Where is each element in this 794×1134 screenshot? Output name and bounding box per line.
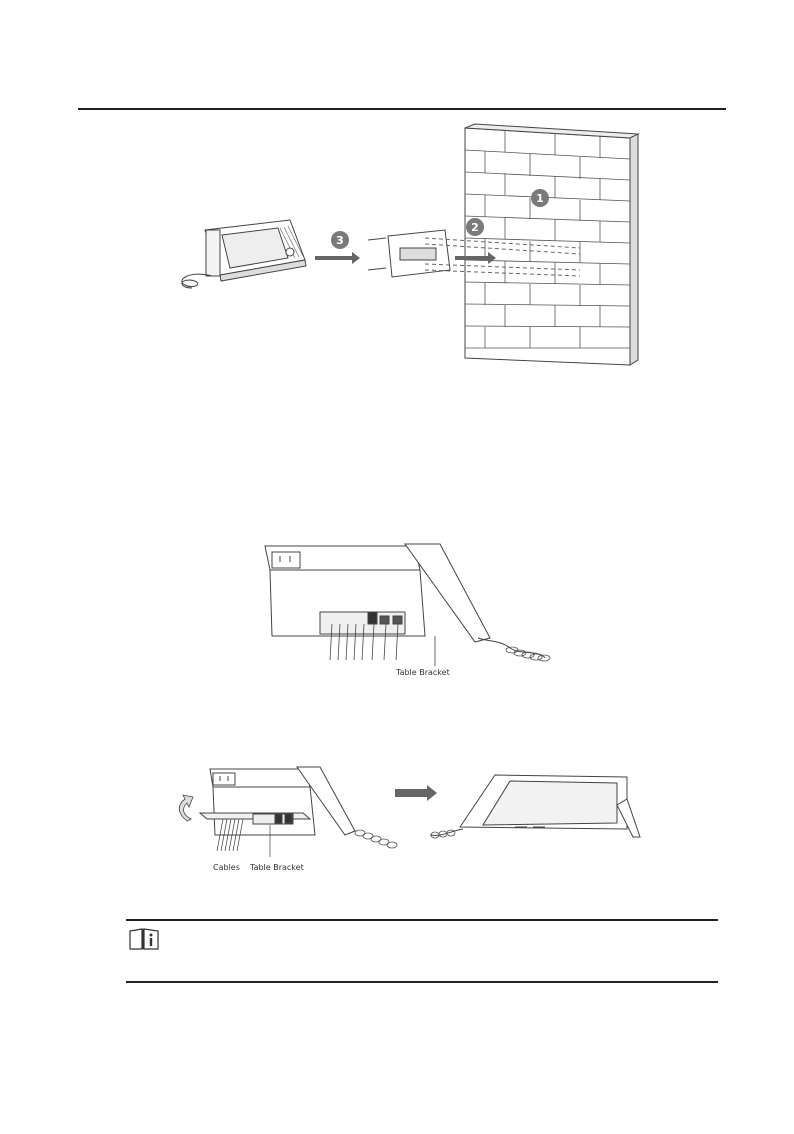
standing-device xyxy=(430,775,640,838)
note-info-icon xyxy=(128,927,160,956)
note-box xyxy=(126,919,718,983)
bracket-mount-figure: Cables Table Bracket xyxy=(165,765,645,875)
step-badge-3: 3 xyxy=(331,231,349,249)
cables-label: Cables xyxy=(213,863,240,872)
note-bottom-rule xyxy=(126,981,718,983)
step-badge-1: 1 xyxy=(531,189,549,207)
svg-text:2: 2 xyxy=(471,221,479,234)
note-top-rule xyxy=(126,919,718,921)
table-bracket-label: Table Bracket xyxy=(395,668,450,677)
rotate-arrow-icon xyxy=(179,795,193,821)
step-badge-2: 2 xyxy=(466,218,484,236)
svg-text:3: 3 xyxy=(336,234,344,247)
wall-mount-figure: 1 2 3 xyxy=(160,120,640,380)
svg-text:1: 1 xyxy=(536,192,544,205)
brick-wall xyxy=(465,124,638,365)
next-step-arrow xyxy=(395,785,437,801)
header-rule xyxy=(78,108,726,110)
intercom-device xyxy=(182,220,306,288)
table-bracket-label-2: Table Bracket xyxy=(249,863,304,872)
cable-routing-figure: Table Bracket xyxy=(250,540,560,685)
